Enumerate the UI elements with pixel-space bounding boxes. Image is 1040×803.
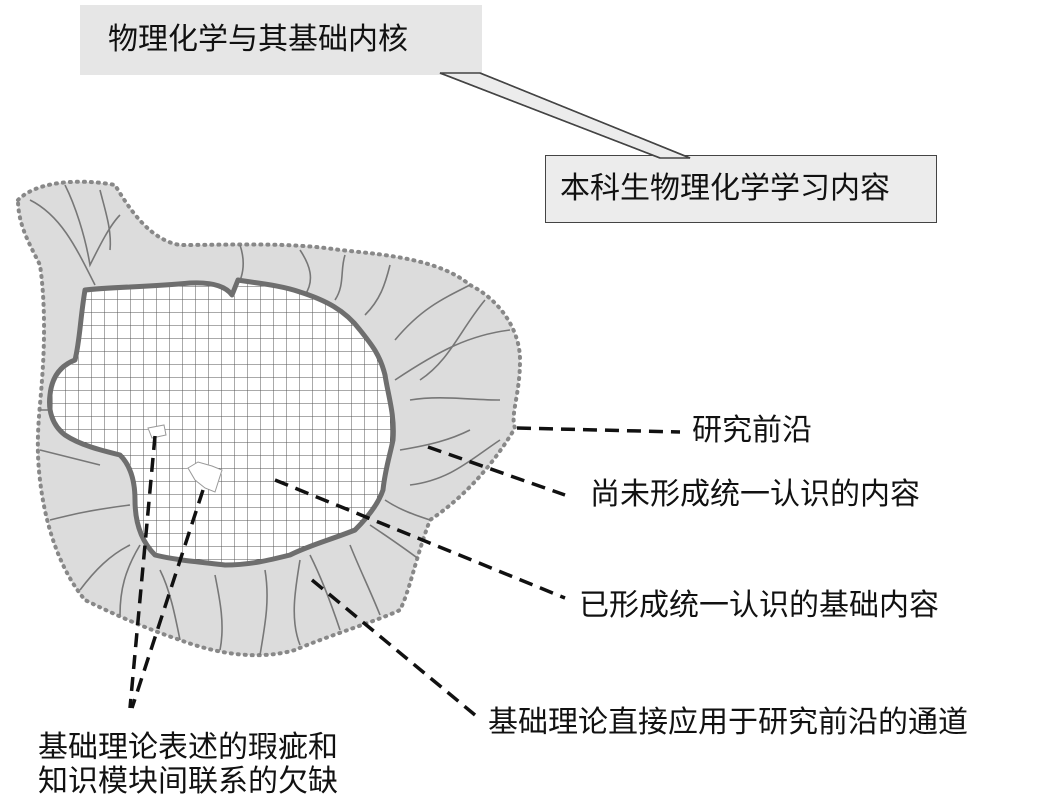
callout-text: 本科生物理化学学习内容	[560, 171, 890, 206]
label-defects-line2: 知识模块间联系的欠缺	[38, 764, 338, 799]
defect-patch-2	[187, 461, 223, 493]
title-text: 物理化学与其基础内核	[108, 22, 408, 57]
title-box	[80, 5, 482, 75]
leader-lines	[128, 426, 681, 717]
leader-defect-1	[128, 435, 157, 709]
callout-pointer	[439, 72, 691, 159]
defect-patch-1	[147, 424, 167, 439]
label-defects-line1: 基础理论表述的瑕疵和	[38, 730, 338, 765]
label-unsettled: 尚未形成统一认识的内容	[590, 477, 920, 512]
leader-defect-2	[130, 489, 205, 709]
label-settled-basics: 已形成统一认识的基础内容	[579, 588, 939, 623]
leader-unsettled	[427, 445, 566, 497]
callout-box	[545, 155, 937, 223]
branch-lines	[29, 184, 511, 656]
label-research-frontier: 研究前沿	[692, 413, 812, 448]
label-channels: 基础理论直接应用于研究前沿的通道	[488, 705, 968, 740]
leader-settled-basics	[274, 478, 566, 600]
leader-research-frontier	[516, 426, 681, 434]
leader-channels	[310, 578, 477, 717]
